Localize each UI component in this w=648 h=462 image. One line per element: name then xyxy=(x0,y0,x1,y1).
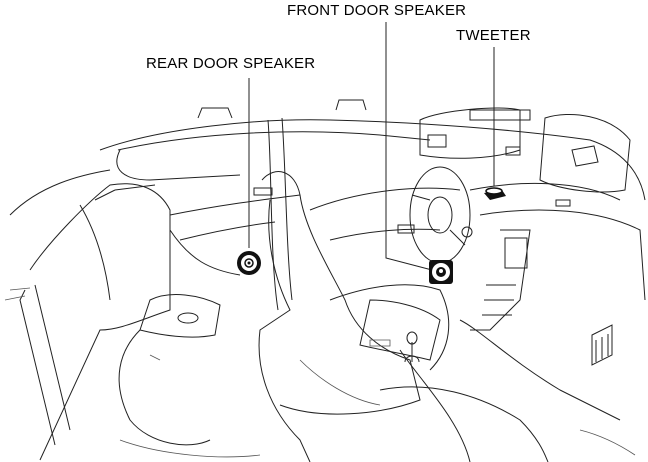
rear-door-speaker-icon xyxy=(237,251,261,275)
front-door-speaker-icon xyxy=(429,260,453,284)
tweeter-icon xyxy=(484,187,506,200)
front-door-speaker-leader xyxy=(385,22,433,271)
rear-door-speaker-label: REAR DOOR SPEAKER xyxy=(146,55,316,72)
front-door-speaker-label: FRONT DOOR SPEAKER xyxy=(287,2,467,19)
tweeter-label: TWEETER xyxy=(456,27,531,44)
